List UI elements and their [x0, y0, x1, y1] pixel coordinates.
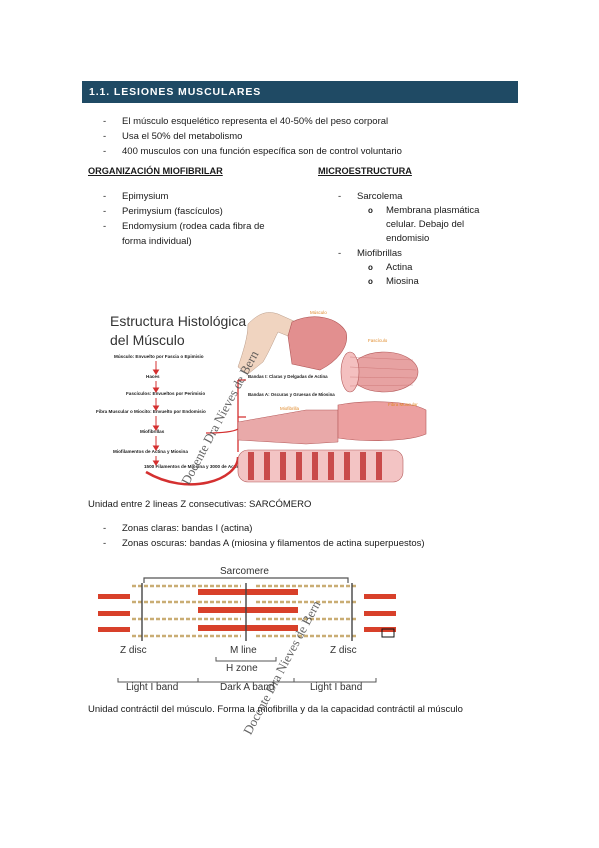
zones-list: -Zonas claras: bandas I (actina) -Zonas … — [103, 521, 425, 551]
sub-list-item-text: Miosina — [386, 276, 419, 287]
h-zone-label: H zone — [226, 663, 258, 674]
muscle-label: Músculo — [310, 310, 327, 315]
figure-title-line1: Estructura Histológica — [110, 313, 246, 329]
step-label: Fascículos: Envueltos por Perimisio — [126, 391, 205, 396]
band-a-label: Bandas A: Oscuras y Gruesas de Miosina — [248, 392, 335, 397]
light-band-label-right: Light I band — [310, 682, 362, 693]
sub-list-item-text: Actina — [386, 262, 413, 273]
step-label: 1500 Filamentos de Miosina y 3000 de Act… — [144, 464, 242, 469]
sarcomere-figure: Sarcomere Z disc M line Z disc H zone Li… — [98, 566, 396, 693]
circle-bullet-icon: o — [368, 206, 373, 215]
list-item: -Zonas claras: bandas I (actina) — [103, 523, 253, 534]
list-item: -Endomysium (rodea cada fibra de forma i… — [103, 219, 288, 249]
light-band-label-left: Light I band — [126, 682, 178, 693]
list-item-text: Zonas claras: bandas I (actina) — [122, 523, 253, 534]
sub-list-item: o Membrana plasmática celular. Debajo de… — [338, 204, 518, 246]
m-line-label: M line — [230, 645, 257, 656]
dark-band-label: Dark A band — [220, 682, 274, 693]
list-item-text: Usa el 50% del metabolismo — [122, 131, 243, 142]
step-label: Músculo: Envuelto por Fascia o Epimisio — [114, 354, 204, 359]
list-item: -Sarcolema — [338, 191, 403, 202]
step-label: Haces — [146, 374, 160, 379]
sub-list-item: o Miosina — [338, 275, 518, 289]
section-header: 1.1. LESIONES MUSCULARES — [82, 81, 518, 103]
sarcomere-caption: Unidad entre 2 lineas Z consecutivas: SA… — [88, 499, 312, 510]
right-list: -Sarcolema o Membrana plasmática celular… — [338, 189, 518, 289]
list-item-text: Zonas oscuras: bandas A (miosina y filam… — [122, 538, 425, 549]
contractile-caption: Unidad contráctil del músculo. Forma la … — [88, 704, 463, 715]
list-item: -Miofibrillas — [338, 248, 402, 259]
circle-bullet-icon: o — [368, 263, 373, 272]
list-item: -Perimysium (fascículos) — [103, 206, 223, 217]
list-item-text: Miofibrillas — [357, 248, 402, 259]
list-item-text: Sarcolema — [357, 191, 403, 202]
section-header-title: 1.1. LESIONES MUSCULARES — [89, 86, 262, 98]
list-item: -Zonas oscuras: bandas A (miosina y fila… — [103, 538, 425, 549]
sarcomere-label: Sarcomere — [220, 566, 269, 577]
z-disc-label-left: Z disc — [120, 645, 147, 656]
fascicle-label: Fascículo — [368, 338, 388, 343]
list-item-text: Endomysium (rodea cada fibra de forma in… — [122, 221, 265, 247]
list-item-text: 400 musculos con una función específica … — [122, 146, 402, 157]
step-label: Miofibrillas — [140, 429, 165, 434]
list-item: -400 musculos con una función específica… — [103, 146, 402, 157]
fiber-label: Fibra Muscular — [388, 402, 418, 407]
right-section-title: MICROESTRUCTURA — [318, 166, 412, 176]
step-label: Fibra Muscular o Miocito: Envuelto por E… — [96, 409, 206, 414]
sub-list-item-text: Membrana plasmática celular. Debajo del … — [386, 205, 480, 244]
z-disc-label-right: Z disc — [330, 645, 357, 656]
list-item: -Epimysium — [103, 191, 169, 202]
list-item-text: Perimysium (fascículos) — [122, 206, 223, 217]
left-section-title: ORGANIZACIÓN MIOFIBRILAR — [88, 166, 223, 176]
step-label: Miofilamentos de Actina y Miosina — [113, 449, 188, 454]
left-list: -Epimysium -Perimysium (fascículos) -End… — [103, 189, 288, 249]
list-item: -Usa el 50% del metabolismo — [103, 131, 243, 142]
list-item-text: Epimysium — [122, 191, 169, 202]
list-item: -El músculo esquelético representa el 40… — [103, 116, 389, 127]
list-item-text: El músculo esquelético representa el 40-… — [122, 116, 389, 127]
sub-list-item: o Actina — [338, 261, 518, 275]
figure-title-line2: del Músculo — [110, 332, 185, 348]
band-i-label: Bandas I: Claras y Delgadas de Actina — [248, 374, 328, 379]
circle-bullet-icon: o — [368, 277, 373, 286]
muscle-structure-figure: Estructura Histológica del Músculo Múscu… — [96, 310, 427, 486]
intro-list: -El músculo esquelético representa el 40… — [103, 114, 402, 159]
myofibril-label: Miofibrilla — [280, 406, 300, 411]
